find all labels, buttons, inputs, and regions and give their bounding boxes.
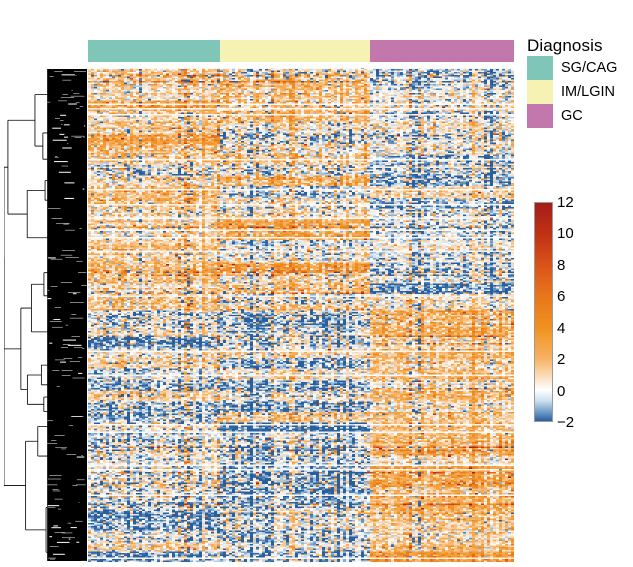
- diagnosis-legend: Diagnosis SG/CAG IM/LGIN GC: [527, 36, 631, 128]
- legend-swatch-icon: [527, 104, 553, 128]
- legend-item-label: SG/CAG: [561, 60, 618, 76]
- annotation-segment-gc: [370, 40, 514, 62]
- color-scale-tick-label: 4: [557, 319, 566, 337]
- color-scale-tick-label: 0: [557, 382, 566, 400]
- legend-swatch-icon: [527, 80, 553, 104]
- color-scale-tick-label: 6: [557, 288, 566, 306]
- legend-item-label: GC: [561, 108, 583, 124]
- legend-items: SG/CAG IM/LGIN GC: [527, 56, 631, 128]
- color-scale-bar: [534, 202, 553, 422]
- legend-swatch-icon: [527, 56, 553, 80]
- heatmap-canvas: [88, 68, 514, 562]
- color-scale-ticks: 12 10 8 6 4 2 0 −2: [557, 194, 627, 430]
- color-scale-tick-label: −2: [557, 414, 575, 431]
- legend-item-sg-cag[interactable]: SG/CAG: [527, 56, 631, 80]
- legend-title: Diagnosis: [527, 36, 603, 55]
- row-dendrogram: [4, 68, 87, 562]
- diagnosis-annotation-bar: [88, 40, 514, 62]
- legend-item-im-lgin[interactable]: IM/LGIN: [527, 80, 631, 104]
- legend-item-label: IM/LGIN: [561, 84, 615, 100]
- color-scale-tick-label: 8: [557, 256, 566, 274]
- annotation-segment-im-lgin: [220, 40, 370, 62]
- color-scale-tick-label: 10: [557, 225, 574, 243]
- heatmap-matrix: [88, 68, 514, 562]
- color-scale-tick-label: 12: [557, 194, 574, 211]
- row-dendrogram-canvas: [4, 68, 87, 562]
- color-scale: 12 10 8 6 4 2 0 −2: [534, 194, 630, 430]
- color-scale-tick-label: 2: [557, 351, 566, 369]
- legend-item-gc[interactable]: GC: [527, 104, 631, 128]
- annotation-segment-sg-cag: [88, 40, 220, 62]
